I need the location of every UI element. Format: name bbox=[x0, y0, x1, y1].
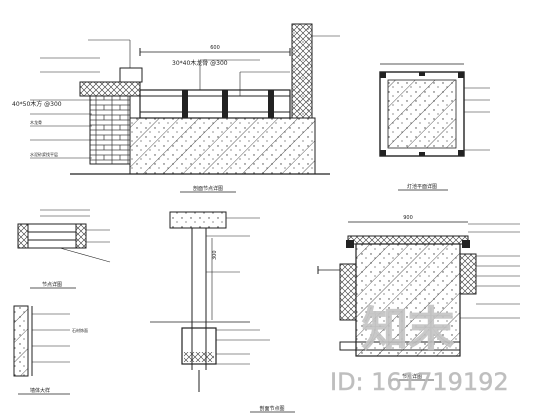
dim-col-label: 300 bbox=[212, 250, 218, 260]
detail-wall-title: 墙体大样 bbox=[30, 387, 50, 394]
ann-spec2: 40*50木方 @300 bbox=[12, 100, 62, 108]
dim-top-label: 600 bbox=[210, 45, 220, 51]
detail-right-section: 900 节点详图 bbox=[317, 215, 520, 381]
detail-right-title: 节点详图 bbox=[402, 373, 422, 380]
watermark: 知末 ID: 161719192 bbox=[330, 301, 509, 396]
detail-column-title: 剖面节点图 bbox=[259, 405, 284, 412]
watermark-id: ID: 161719192 bbox=[330, 368, 509, 396]
detail-small-section: 节点详图 bbox=[17, 209, 111, 289]
ann-spec1: 30*40木龙骨 @300 bbox=[172, 59, 228, 67]
ann-note-floor: 水泥砂浆找平层 bbox=[30, 151, 58, 157]
detail-square-title: 灯池平面详图 bbox=[407, 183, 437, 190]
detail-small-title: 节点详图 bbox=[42, 281, 62, 288]
ann-note-wall: 石材饰面 bbox=[72, 327, 88, 333]
detail-column-section: 300 剖面节点图 bbox=[150, 211, 295, 413]
ann-note-wood: 木龙骨 bbox=[30, 119, 42, 125]
detail-main-title: 剖面节点详图 bbox=[193, 185, 223, 192]
detail-main-section: 600 30*40木龙骨 @300 40*50木方 @300 木龙骨 水泥砂浆找… bbox=[12, 23, 340, 193]
detail-square-plan: 灯池平面详图 bbox=[379, 63, 490, 191]
watermark-brand: 知末 bbox=[362, 302, 454, 356]
detail-wall-strip: 石材饰面 墙体大样 bbox=[13, 305, 88, 395]
dim-right-label: 900 bbox=[403, 215, 413, 221]
